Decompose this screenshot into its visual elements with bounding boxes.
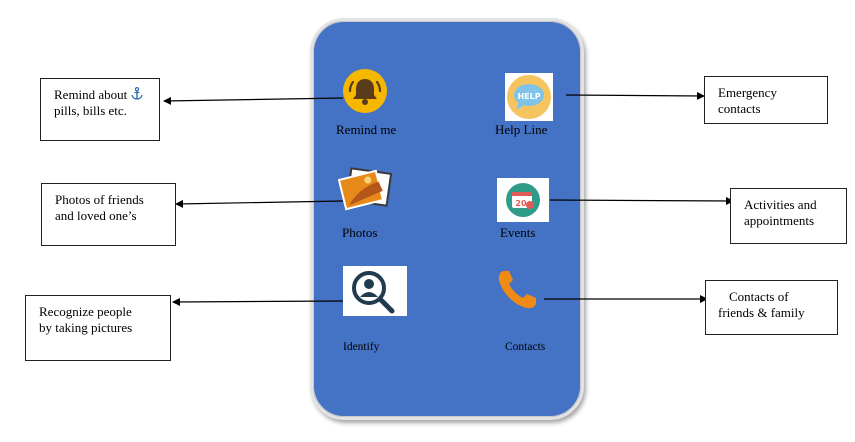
callout-remind-line1: Remind about bbox=[54, 87, 149, 103]
callout-contacts-line1: Contacts of bbox=[729, 289, 789, 304]
callout-photos-line1: Photos of friends bbox=[55, 192, 144, 207]
app-label-remind: Remind me bbox=[336, 122, 397, 137]
callout-contacts: Contacts of friends & family bbox=[705, 280, 838, 335]
app-label-identify: Identify bbox=[343, 341, 380, 353]
callout-events-line2: appointments bbox=[744, 213, 815, 228]
calendar-icon: 20 bbox=[506, 183, 540, 217]
app-label-help: Help Line bbox=[495, 122, 548, 137]
photos-icon[interactable] bbox=[338, 164, 394, 218]
help-bubble-icon: HELP bbox=[507, 75, 551, 119]
callout-help-line2: contacts bbox=[718, 101, 761, 116]
anchor-icon bbox=[130, 87, 143, 100]
app-label-contacts: Contacts bbox=[505, 341, 546, 353]
callout-identify: Recognize people by taking pictures bbox=[25, 295, 171, 361]
callout-photos-line2: and loved one’s bbox=[55, 208, 137, 223]
arrow-remind bbox=[163, 96, 344, 105]
arrow-identify bbox=[172, 297, 344, 306]
calendar-text: 20 bbox=[515, 199, 527, 208]
callout-events: Activities and appointments bbox=[730, 188, 847, 244]
identify-tile[interactable] bbox=[343, 266, 407, 316]
bell-icon[interactable] bbox=[342, 68, 388, 114]
callout-help-line1: Emergency bbox=[718, 85, 777, 100]
arrow-photos bbox=[175, 199, 344, 208]
callout-remind-line2: pills, bills etc. bbox=[54, 103, 127, 118]
callout-contacts-line2: friends & family bbox=[718, 305, 805, 320]
arrow-help bbox=[565, 91, 705, 100]
identify-search-icon bbox=[352, 271, 395, 314]
help-tile[interactable]: HELP bbox=[505, 73, 553, 121]
events-tile[interactable]: 20 bbox=[497, 178, 549, 222]
help-text: HELP bbox=[517, 92, 540, 101]
callout-help: Emergency contacts bbox=[704, 76, 828, 124]
app-label-photos: Photos bbox=[342, 225, 378, 240]
callout-photos: Photos of friends and loved one’s bbox=[41, 183, 176, 246]
app-label-events: Events bbox=[500, 225, 536, 240]
callout-remind: Remind about pills, bills etc. bbox=[40, 78, 160, 141]
callout-identify-line1: Recognize people bbox=[39, 304, 132, 319]
arrow-events bbox=[549, 196, 734, 205]
callout-events-line1: Activities and bbox=[744, 197, 817, 212]
phone-icon[interactable] bbox=[496, 267, 544, 311]
callout-identify-line2: by taking pictures bbox=[39, 320, 133, 335]
